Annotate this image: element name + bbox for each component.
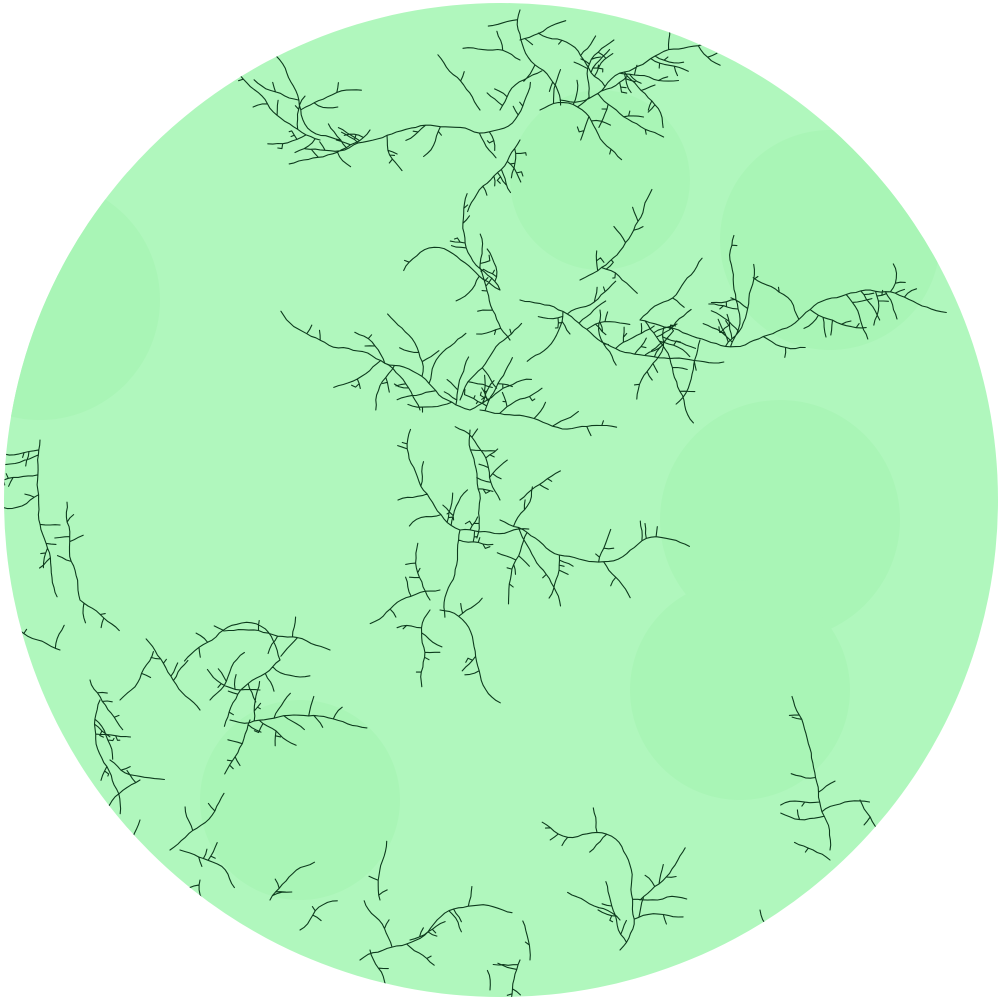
shade-blob (630, 580, 850, 800)
shade-blob (720, 130, 940, 350)
dendrite-branches (4, 3, 947, 997)
shade-blob (510, 90, 690, 270)
dendrite-clusters (4, 3, 947, 997)
shade-blob (660, 400, 900, 640)
shade-blob (200, 700, 400, 900)
dish-shading (4, 90, 940, 900)
